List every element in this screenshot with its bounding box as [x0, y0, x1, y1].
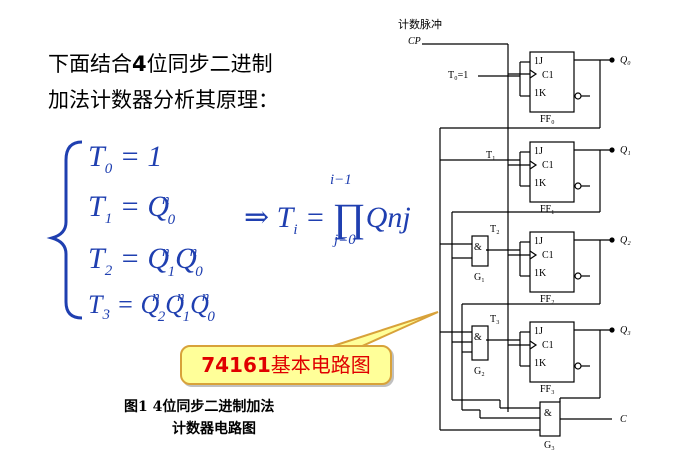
flipflop-ff2: 1J C1 1K FF₂ Q₂ T₂ [486, 224, 631, 305]
svg-text:T₁: T₁ [486, 150, 496, 161]
svg-text:1K: 1K [534, 268, 547, 279]
svg-text:G₂: G₂ [474, 366, 485, 377]
equation-t0: T0 = 1 [88, 140, 163, 177]
svg-text:1J: 1J [534, 326, 543, 337]
svg-text:1J: 1J [534, 56, 543, 67]
equation-t2: T2 = Qn1Qn0 [88, 242, 203, 280]
equation-general: ⇒ Ti = ∏Qnj [244, 195, 411, 240]
flipflop-ff3: 1J C1 1K FF₃ Q₃ T₃ [486, 314, 631, 395]
cp-label: CP [408, 36, 421, 47]
svg-text:T₂: T₂ [490, 224, 500, 235]
svg-text:&: & [544, 408, 552, 419]
svg-text:1K: 1K [534, 88, 547, 99]
figure-caption: 图1 4位同步二进制加法 计数器电路图 [124, 399, 275, 437]
equation-t1: T1 = Qn0 [88, 190, 176, 228]
svg-text:T₀=1: T₀=1 [448, 70, 468, 81]
flipflop-ff1: 1J C1 1K FF₁ Q₁ T₁ [486, 141, 631, 215]
and-gate-g1: & G₁ [440, 235, 489, 283]
and-gate-g3: & G₃ C [440, 398, 627, 451]
svg-text:1K: 1K [534, 178, 547, 189]
svg-text:1J: 1J [534, 236, 543, 247]
intro-text: 下面结合4位同步二进制 加法计数器分析其原理： [48, 52, 279, 112]
svg-text:T₃: T₃ [490, 314, 500, 325]
svg-text:1J: 1J [534, 146, 543, 157]
svg-text:Q₀: Q₀ [620, 55, 631, 66]
pulse-label: 计数脉冲 [398, 17, 442, 31]
and-gate-g2: & G₂ [440, 325, 489, 377]
svg-text:1K: 1K [534, 358, 547, 369]
flipflop-ff0: 1J C1 1K FF₀ Q₀ T₀=1 [448, 51, 631, 125]
svg-text:FF₃: FF₃ [540, 384, 555, 395]
svg-text:FF₁: FF₁ [540, 204, 555, 215]
svg-text:Q₂: Q₂ [620, 235, 631, 246]
svg-text:Q₃: Q₃ [620, 325, 631, 336]
svg-text:FF₂: FF₂ [540, 294, 555, 305]
svg-text:C1: C1 [542, 70, 554, 81]
svg-text:FF₀: FF₀ [540, 114, 555, 125]
svg-text:Q₁: Q₁ [620, 145, 631, 156]
product-upper-limit: i−1 [330, 172, 352, 188]
product-lower-limit: j=0 [334, 232, 356, 248]
svg-text:C1: C1 [542, 160, 554, 171]
svg-text:G₁: G₁ [474, 272, 485, 283]
circuit-callout: 74161基本电路图 [180, 345, 392, 385]
svg-text:&: & [474, 242, 482, 253]
svg-text:C1: C1 [542, 250, 554, 261]
svg-text:G₃: G₃ [544, 440, 555, 451]
svg-text:C: C [620, 414, 627, 425]
svg-text:C1: C1 [542, 340, 554, 351]
equation-t3: T3 = Qn2Qn1Qn0 [88, 289, 215, 325]
svg-text:&: & [474, 332, 482, 343]
